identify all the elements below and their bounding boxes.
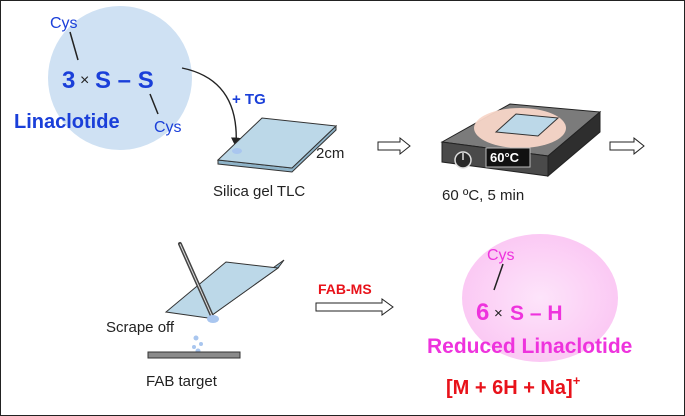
ion-formula: [M + 6H + Na]+ bbox=[446, 373, 581, 399]
tg-reagent: + TG bbox=[232, 91, 266, 108]
scrape-label: Scrape off bbox=[106, 319, 175, 336]
cys-top-label: Cys bbox=[50, 15, 78, 32]
curved-arrow bbox=[181, 67, 243, 148]
plate-size: 2cm bbox=[316, 145, 344, 162]
fab-target-plate bbox=[147, 351, 241, 359]
process-arrow-1 bbox=[377, 136, 411, 156]
tlc-plate bbox=[216, 117, 338, 169]
product-backdrop bbox=[462, 234, 618, 362]
process-arrow-3 bbox=[315, 298, 394, 316]
fab-ms-label: FAB-MS bbox=[318, 281, 372, 297]
heater-display bbox=[485, 147, 531, 168]
plate-label: Silica gel TLC bbox=[213, 183, 305, 200]
disulfide-bond: S – S bbox=[95, 67, 154, 94]
scraped-spot bbox=[207, 315, 219, 323]
process-arrow-2 bbox=[609, 136, 645, 156]
cys-bottom-label: Cys bbox=[154, 119, 182, 136]
product-multiplier: 6 bbox=[476, 299, 489, 326]
product-cys-label: Cys bbox=[487, 247, 515, 264]
cys-top-bond bbox=[69, 31, 79, 61]
linaclotide-backdrop bbox=[48, 6, 192, 150]
falling-particles bbox=[192, 335, 203, 354]
linaclotide-name: Linaclotide bbox=[14, 111, 120, 133]
heating-condition: 60 ºC, 5 min bbox=[442, 187, 524, 204]
cys-bottom-bond bbox=[149, 93, 159, 115]
product-times: × bbox=[494, 305, 503, 322]
product-cys-bond bbox=[493, 263, 504, 291]
disulfide-multiplier: 3 bbox=[62, 67, 75, 94]
sample-spot bbox=[232, 148, 242, 154]
heater-display-text: 60°C bbox=[490, 150, 520, 165]
product-name: Reduced Linaclotide bbox=[427, 335, 632, 358]
fab-target-label: FAB target bbox=[146, 373, 218, 390]
thiol-group: S – H bbox=[510, 302, 563, 325]
scraped-plate bbox=[164, 259, 285, 319]
disulfide-times: × bbox=[80, 72, 89, 89]
heater-block bbox=[440, 103, 602, 178]
